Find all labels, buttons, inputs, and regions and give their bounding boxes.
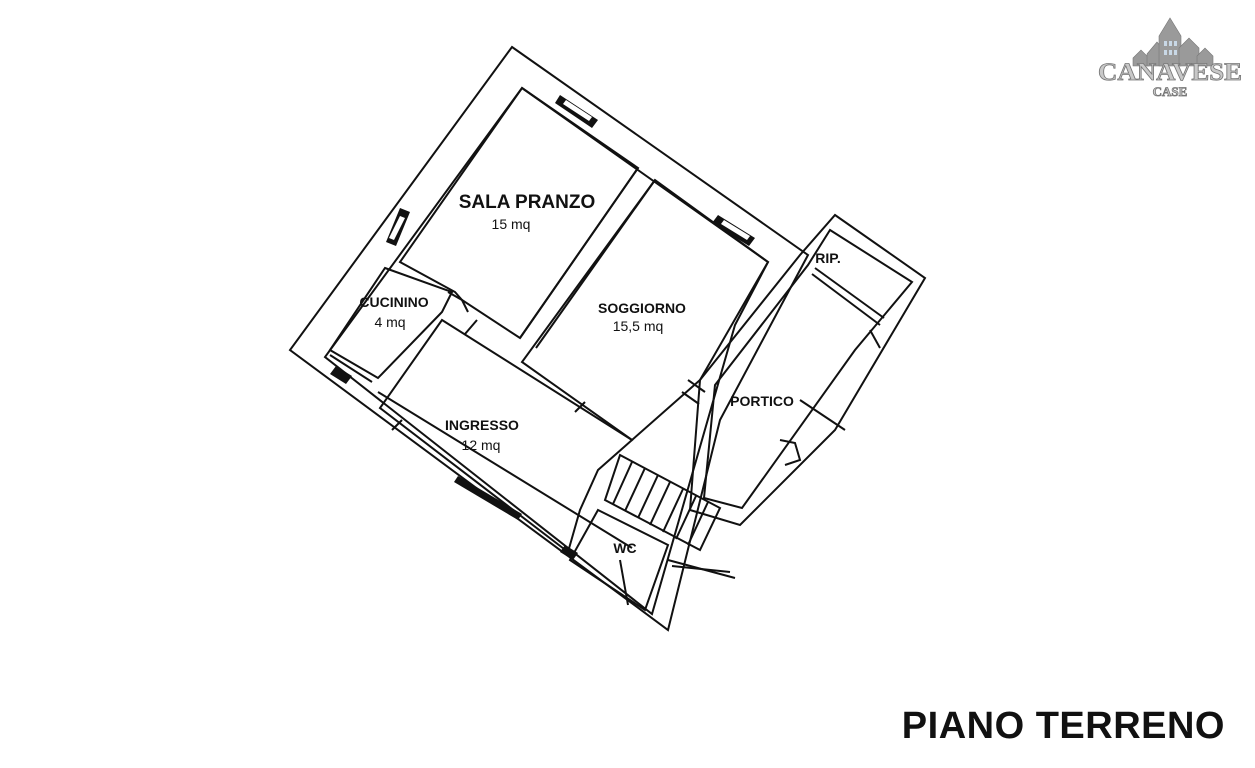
room-area-soggiorno: 15,5 mq xyxy=(613,318,664,334)
logo-word: CANAVESE xyxy=(1098,59,1242,86)
outer-wall xyxy=(288,45,810,632)
logo-sub: CASE xyxy=(1153,84,1188,99)
room-name-ingresso: INGRESSO xyxy=(445,417,519,433)
room-name-rip: RIP. xyxy=(815,250,840,266)
room-labels: SALA PRANZO 15 mq CUCININO 4 mq SOGGIORN… xyxy=(359,192,840,556)
staircase xyxy=(603,453,722,552)
cucinino-outline xyxy=(328,266,454,380)
room-name-soggiorno: SOGGIORNO xyxy=(598,300,686,316)
room-name-portico: PORTICO xyxy=(730,393,794,409)
wc-outline xyxy=(568,508,670,612)
room-name-sala-pranzo: SALA PRANZO xyxy=(459,192,596,213)
ingresso-outline xyxy=(378,318,634,554)
portico-inner xyxy=(702,228,914,510)
room-area-sala-pranzo: 15 mq xyxy=(492,216,531,232)
room-name-wc: WC xyxy=(613,540,636,556)
canavese-case-logo: CANAVESE CASE xyxy=(1098,17,1242,99)
room-area-cucinino: 4 mq xyxy=(374,314,405,330)
room-name-cucinino: CUCININO xyxy=(359,294,428,310)
window-cucinino xyxy=(330,366,352,384)
window-southwest xyxy=(454,476,522,520)
window-wc xyxy=(560,545,578,560)
soggiorno-outline xyxy=(520,178,770,442)
portico-outline xyxy=(688,213,927,527)
room-area-ingresso: 12 mq xyxy=(462,437,501,453)
floor-title: PIANO TERRENO xyxy=(901,705,1225,747)
window-gaps xyxy=(389,100,750,240)
